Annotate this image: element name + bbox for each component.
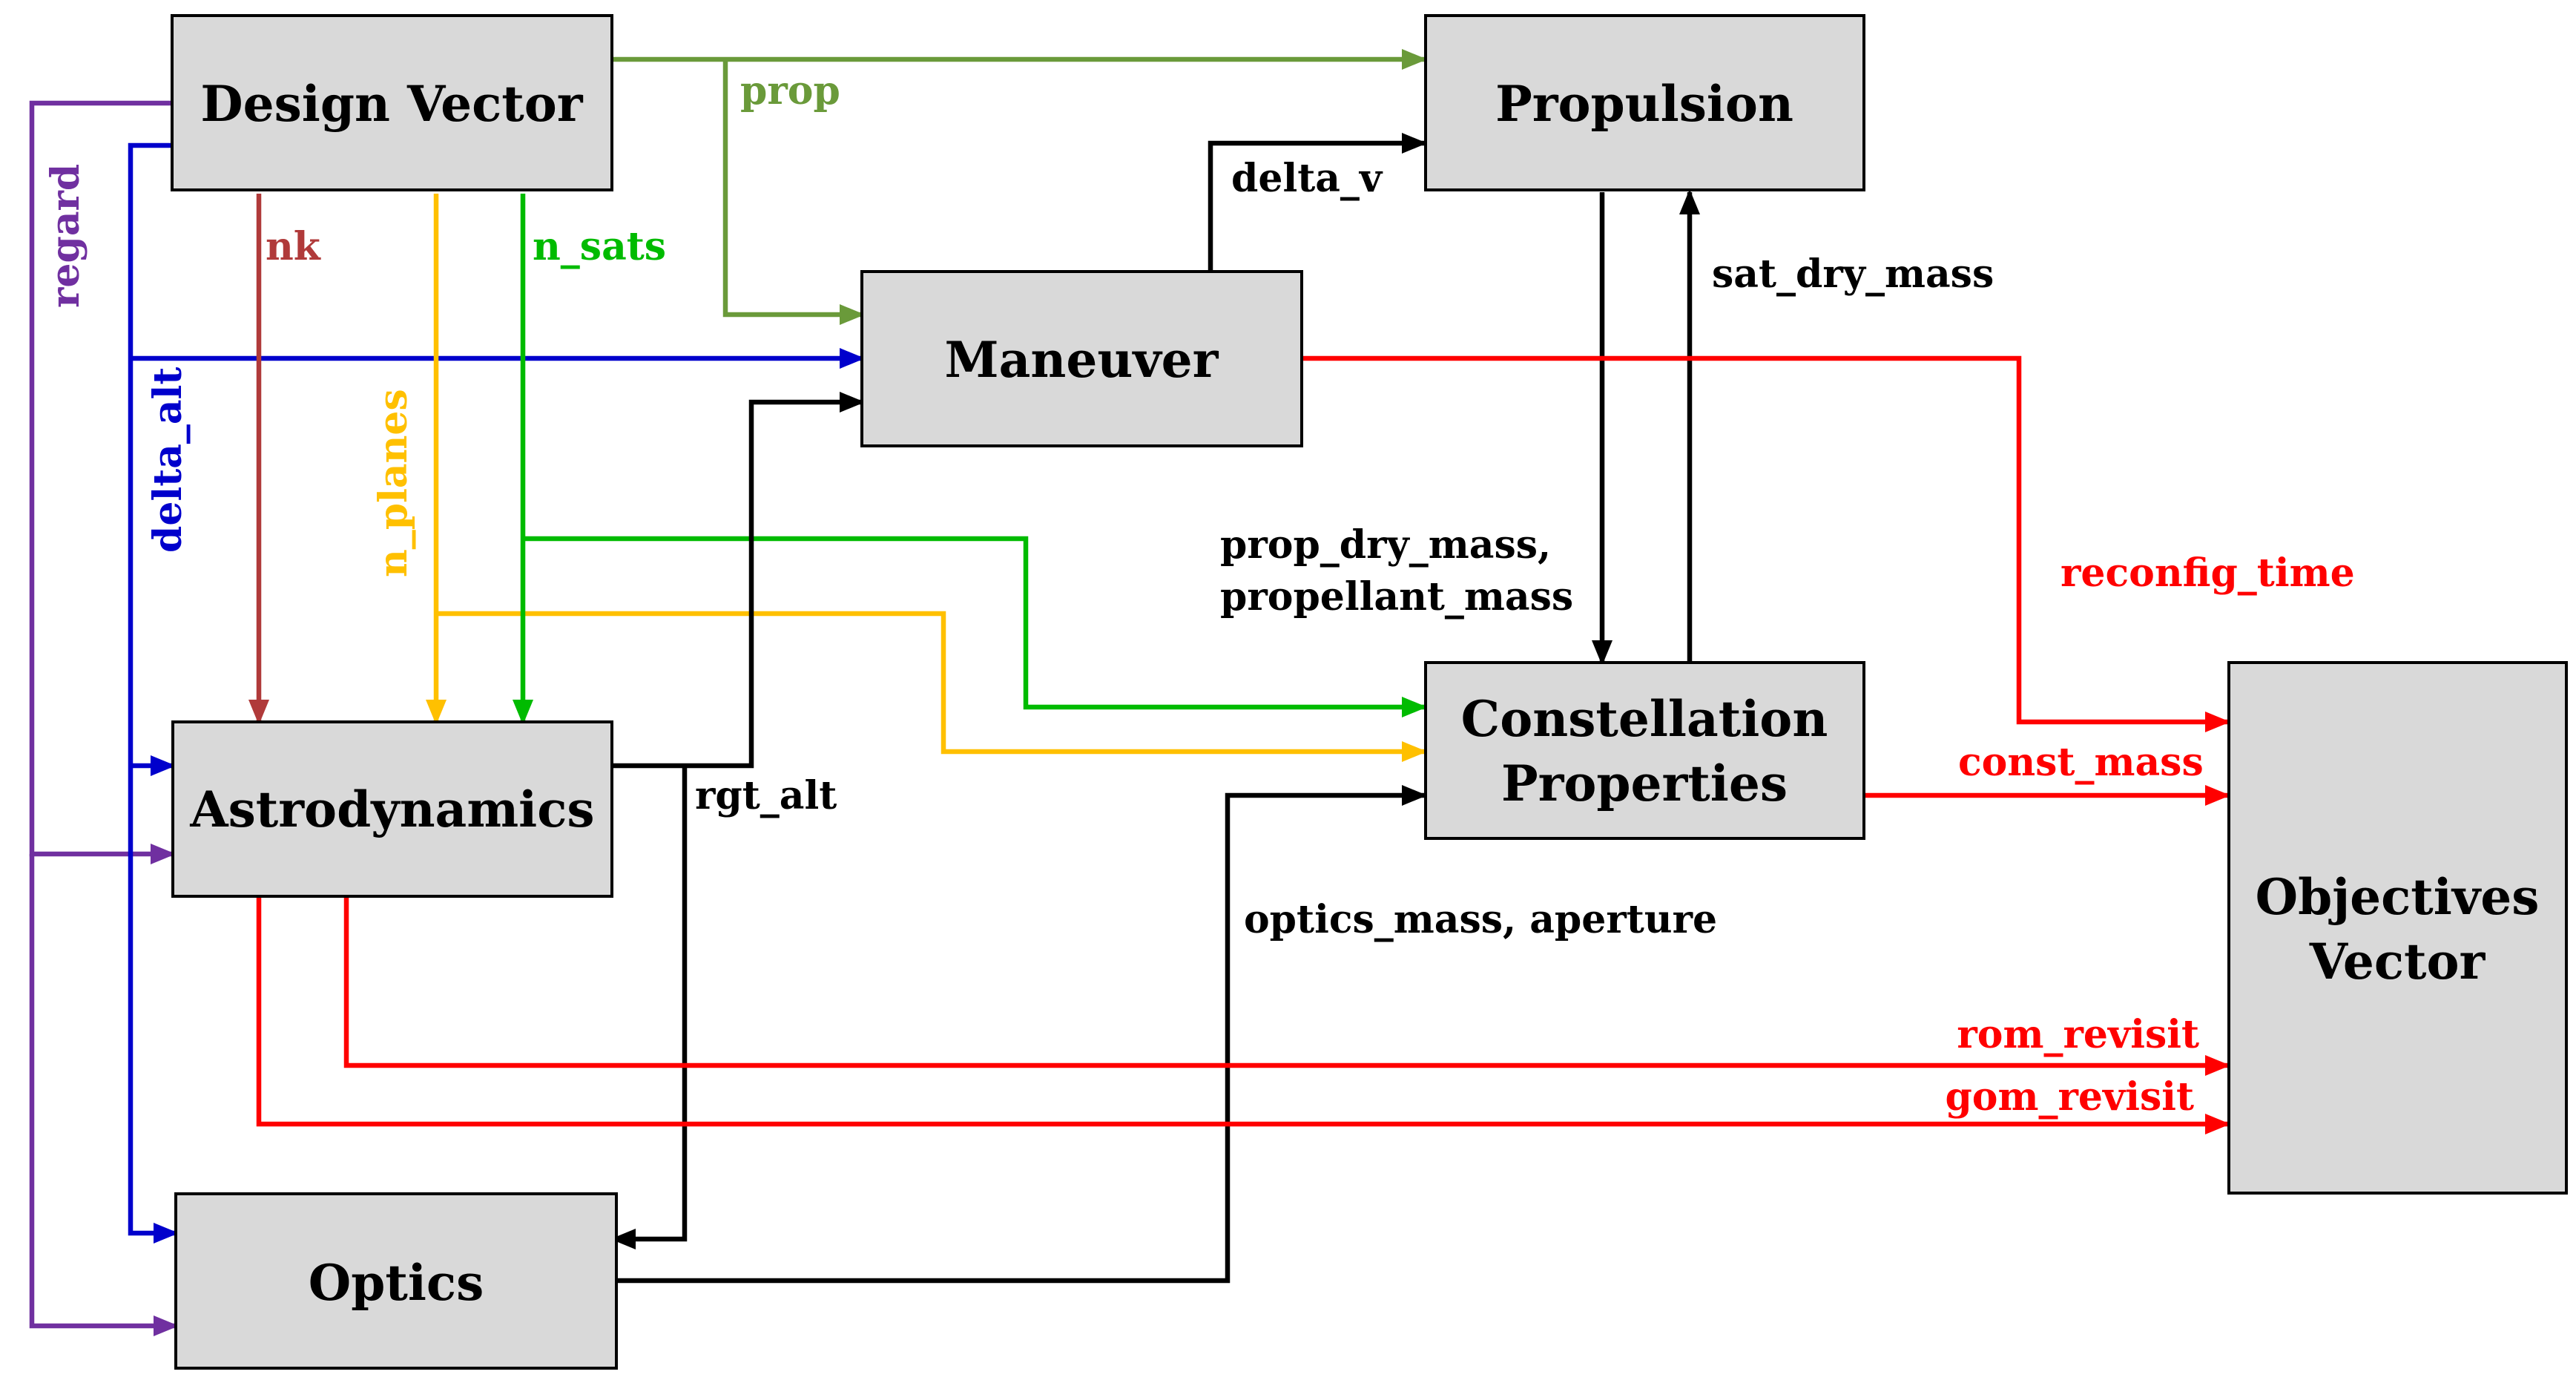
box-optics: Optics — [174, 1192, 618, 1370]
box-design-vector: Design Vector — [171, 14, 613, 191]
box-label: Vector — [2309, 933, 2486, 991]
box-label: Constellation — [1461, 690, 1828, 748]
wire-n-planes-to-constellation — [436, 611, 1427, 762]
box-astrodynamics: Astrodynamics — [171, 720, 613, 898]
wire-regard-to-astrodynamics — [29, 100, 176, 864]
wire-gom-revisit — [256, 896, 2230, 1134]
wire-reconfig-time — [1302, 355, 2230, 732]
label-reconfig-time: reconfig_time — [2061, 551, 2355, 596]
label-propellant-mass: propellant_mass — [1220, 574, 1573, 620]
label-rgt-alt: rgt_alt — [695, 773, 837, 818]
wire-prop-to-maneuver — [722, 59, 865, 325]
box-maneuver: Maneuver — [860, 270, 1303, 447]
box-label: Propulsion — [1495, 75, 1793, 133]
box-label: Astrodynamics — [189, 781, 594, 838]
wire-delta-v — [1208, 133, 1427, 272]
label-optics-mass-aperture: optics_mass, aperture — [1244, 897, 1717, 942]
label-delta-v: delta_v — [1231, 156, 1383, 201]
label-const-mass: const_mass — [1958, 740, 2204, 785]
label-n-planes: n_planes — [371, 389, 416, 577]
box-label: Design Vector — [200, 75, 583, 133]
label-regard: regard — [43, 164, 88, 308]
label-nk: nk — [266, 224, 321, 269]
wire-delta-alt-trunk — [128, 142, 179, 1244]
wire-rom-revisit — [343, 896, 2230, 1076]
label-sat-dry-mass: sat_dry_mass — [1712, 252, 1994, 297]
wire-n-sats-to-constellation — [523, 536, 1427, 717]
wire-regard-to-optics — [29, 854, 179, 1336]
box-label: Optics — [309, 1254, 484, 1312]
box-label: Properties — [1501, 755, 1788, 812]
label-delta-alt: delta_alt — [145, 367, 191, 553]
box-label: Maneuver — [945, 331, 1219, 389]
box-label: Objectives — [2256, 868, 2540, 926]
wire-rgt-alt-to-maneuver — [612, 392, 865, 769]
label-prop: prop — [740, 68, 840, 114]
label-gom-revisit: gom_revisit — [1945, 1074, 2194, 1120]
label-rom-revisit: rom_revisit — [1957, 1012, 2199, 1057]
label-n-sats: n_sats — [533, 224, 666, 269]
wire-rgt-alt-to-optics — [610, 766, 688, 1249]
box-constellation-properties: Constellation Properties — [1424, 661, 1865, 840]
box-propulsion: Propulsion — [1424, 14, 1865, 191]
box-objectives-vector: Objectives Vector — [2227, 661, 2568, 1195]
wire-optics-to-constellation — [616, 785, 1427, 1284]
label-prop-dry-mass: prop_dry_mass, — [1220, 522, 1551, 568]
